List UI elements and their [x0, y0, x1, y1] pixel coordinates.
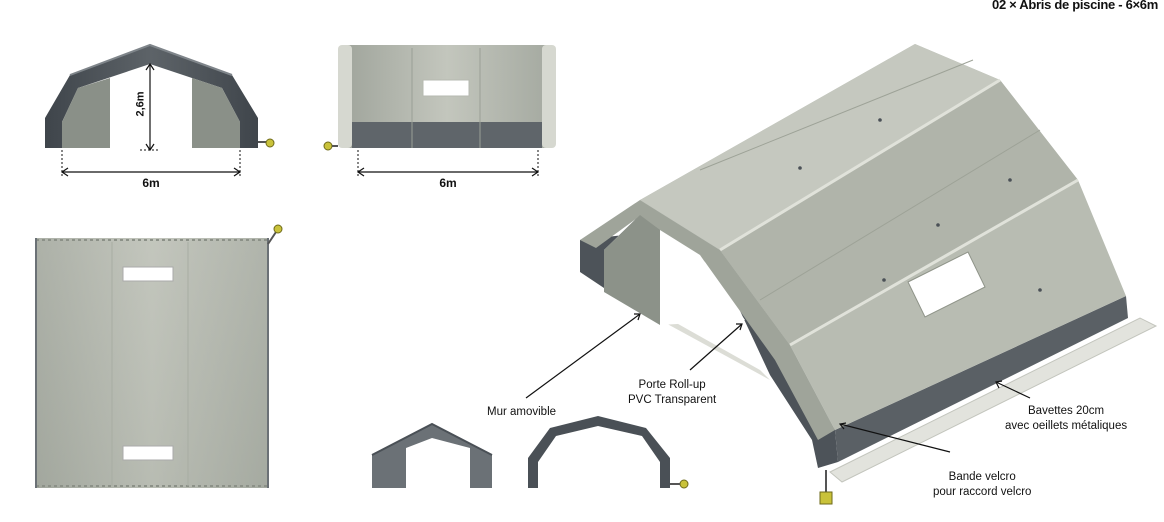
- callout-bavettes-line1: Bavettes 20cm: [1028, 405, 1105, 417]
- side-width-label: 6m: [439, 176, 457, 190]
- callout-bavettes: Bavettes 20cm avec oeillets métaliques: [1005, 404, 1127, 434]
- callout-porte-line1: Porte Roll-up: [638, 379, 706, 391]
- callout-velcro-line2: pour raccord velcro: [933, 486, 1032, 498]
- page-title: 02 × Abris de piscine - 6×6m: [992, 0, 1158, 12]
- callout-porte-roll-up: Porte Roll-up PVC Transparent: [628, 378, 716, 408]
- callout-porte-line2: PVC Transparent: [628, 394, 717, 406]
- callout-mur-amovible: Mur amovible: [487, 406, 557, 418]
- front-height-label: 2,6m: [134, 91, 147, 117]
- callout-velcro-line1: Bande velcro: [948, 471, 1016, 483]
- front-width-label: 6m: [142, 176, 160, 190]
- callout-bande-velcro: Bande velcro pour raccord velcro: [933, 470, 1031, 500]
- callout-bavettes-line2: avec oeillets métaliques: [1005, 420, 1128, 432]
